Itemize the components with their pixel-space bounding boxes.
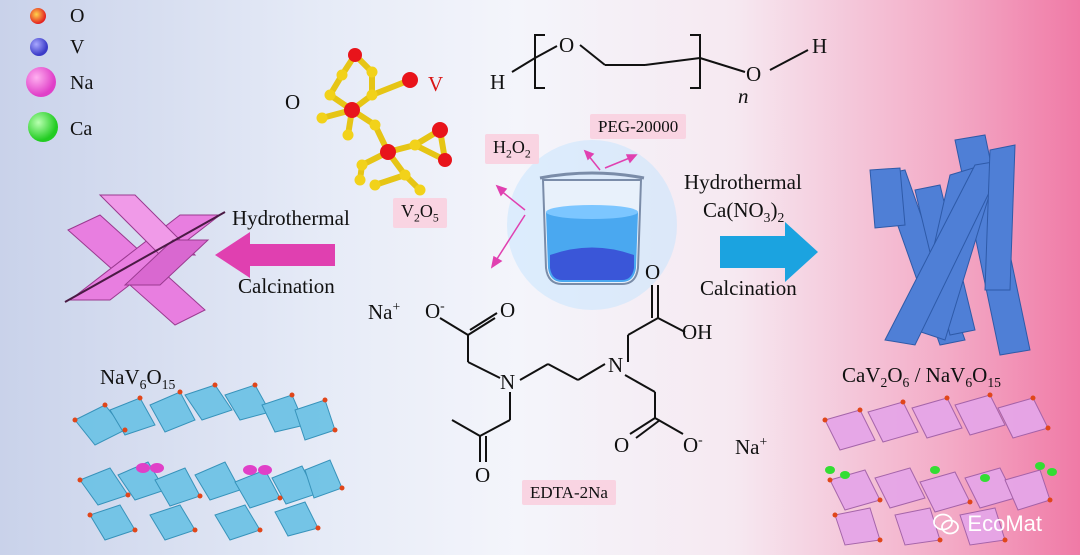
edta-o-bottom-left: O xyxy=(475,463,491,487)
left-calcination-label: Calcination xyxy=(238,274,335,298)
cav2o6-crystal xyxy=(824,394,1051,546)
legend-o-label: O xyxy=(70,5,85,27)
left-process-arrow xyxy=(215,232,335,278)
legend-na-label: Na xyxy=(70,72,94,94)
watermark: EcoMat xyxy=(933,511,1042,537)
vanadium-legend-dot xyxy=(30,38,48,56)
nav6o15-o-atoms xyxy=(72,382,345,533)
peg-h-right: H xyxy=(812,34,828,58)
peg-structure xyxy=(511,34,809,89)
peg-h-left: H xyxy=(490,70,506,94)
edta-n-right: N xyxy=(608,353,624,377)
edta-o-top-right: O xyxy=(645,260,661,284)
right-product-label: CaV2O6 / NaV6O15 xyxy=(842,363,1001,391)
edta-o-minus-right: O- xyxy=(683,432,703,457)
right-calcination-label: Calcination xyxy=(700,276,797,300)
peg-n-subscript: n xyxy=(738,84,749,108)
edta-na-right: Na+ xyxy=(735,434,768,459)
beaker-indicators xyxy=(490,149,638,269)
edta-oh: OH xyxy=(682,320,713,344)
legend-v-label: V xyxy=(70,36,85,58)
cav2o6-ca-atoms xyxy=(825,462,1057,482)
peg-o-chain: O xyxy=(559,33,575,57)
cav2o6-o-atoms xyxy=(822,392,1053,543)
edta-o-minus-left: O- xyxy=(425,298,445,323)
peg-o-end: O xyxy=(746,62,762,86)
legend-ca-label: Ca xyxy=(70,118,93,140)
right-process-arrow xyxy=(720,222,818,282)
peg-tag: PEG-20000 xyxy=(590,114,687,139)
right-hydrothermal-label: Hydrothermal xyxy=(684,170,802,194)
watermark-text: EcoMat xyxy=(967,511,1042,536)
edta-tag: EDTA-2Na xyxy=(522,480,616,505)
v2o5-o-label: O xyxy=(285,90,301,114)
oxygen-legend-dot xyxy=(30,8,46,24)
left-hydrothermal-label: Hydrothermal xyxy=(232,206,350,230)
wechat-icon xyxy=(933,513,960,535)
edta-o-carbonyl-left: O xyxy=(500,298,516,322)
cav2o6-rods xyxy=(869,134,1031,356)
nav6o15-sheets xyxy=(64,194,226,326)
edta-o-bottom-carbonyl: O xyxy=(614,433,630,457)
v2o5-v-label: V xyxy=(428,72,444,96)
right-reagent-label: Ca(NO3)2 xyxy=(703,198,785,226)
edta-na-left: Na+ xyxy=(368,299,401,324)
h2o2-tag: H2O2 xyxy=(485,134,539,165)
v2o5-atoms xyxy=(316,48,452,196)
nav6o15-crystal xyxy=(74,384,343,541)
edta-n-left: N xyxy=(500,370,516,394)
nav6o15-na-atoms xyxy=(136,463,272,475)
left-product-label: NaV6O15 xyxy=(100,365,176,393)
calcium-legend-dot xyxy=(28,112,58,142)
v2o5-tag: V2O5 xyxy=(393,198,447,229)
sodium-legend-dot xyxy=(26,67,56,97)
edta-structure xyxy=(439,285,686,462)
beaker xyxy=(507,140,677,310)
